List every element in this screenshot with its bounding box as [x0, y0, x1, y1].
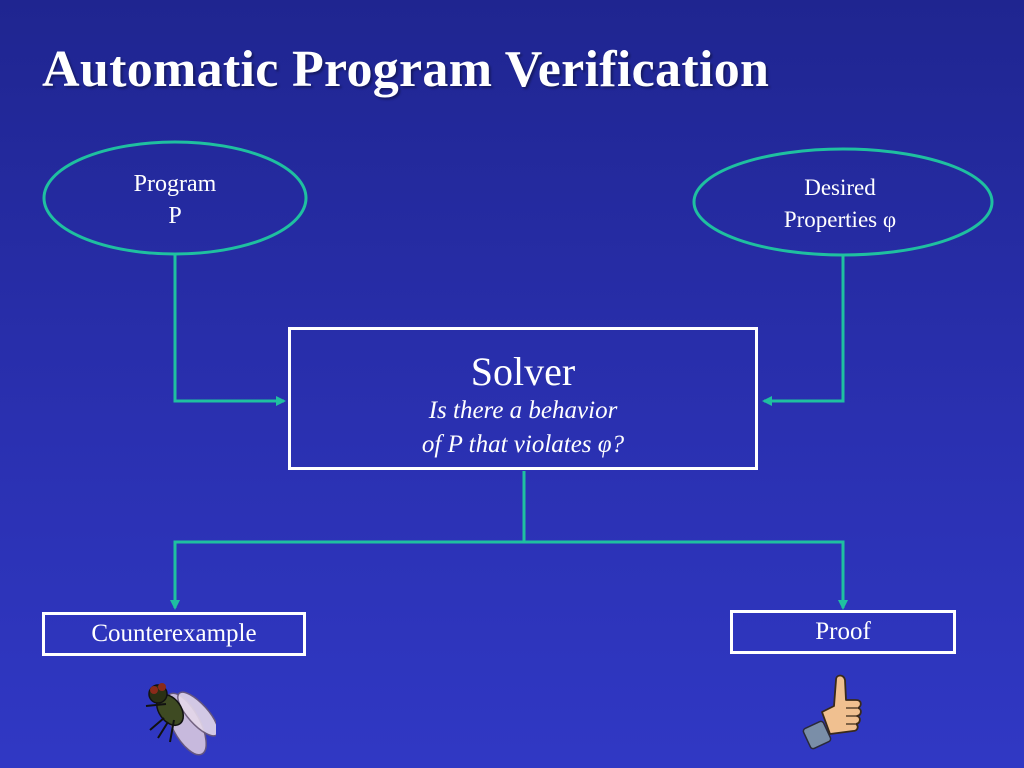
solver-question-line2: of P that violates φ?	[421, 431, 625, 458]
solver-title: Solver	[470, 349, 576, 394]
program-label-line1: Program	[133, 171, 217, 197]
properties-label-line2: Properties φ	[783, 207, 897, 232]
solver-to-counterexample-arrow	[170, 540, 524, 610]
counterexample-box: Counterexample	[42, 612, 306, 656]
program-node: Program P	[75, 168, 275, 232]
properties-ellipse	[692, 147, 994, 257]
slide-title: Automatic Program Verification	[42, 41, 770, 98]
solver-to-proof-arrow	[524, 540, 848, 610]
properties-label-line1: Desired	[804, 175, 876, 200]
properties-node: Desired Properties φ	[740, 172, 940, 236]
program-ellipse	[42, 140, 308, 256]
solver-box: Solver Is there a behavior of P that vio…	[288, 327, 758, 470]
program-label-line2: P	[168, 203, 182, 229]
fly-bug-icon	[145, 683, 216, 756]
program-to-solver-arrow	[173, 255, 286, 406]
properties-to-solver-arrow	[762, 256, 845, 406]
proof-box: Proof	[730, 610, 956, 654]
thumbs-up-icon	[802, 674, 862, 750]
solver-question-line1: Is there a behavior	[428, 397, 618, 424]
